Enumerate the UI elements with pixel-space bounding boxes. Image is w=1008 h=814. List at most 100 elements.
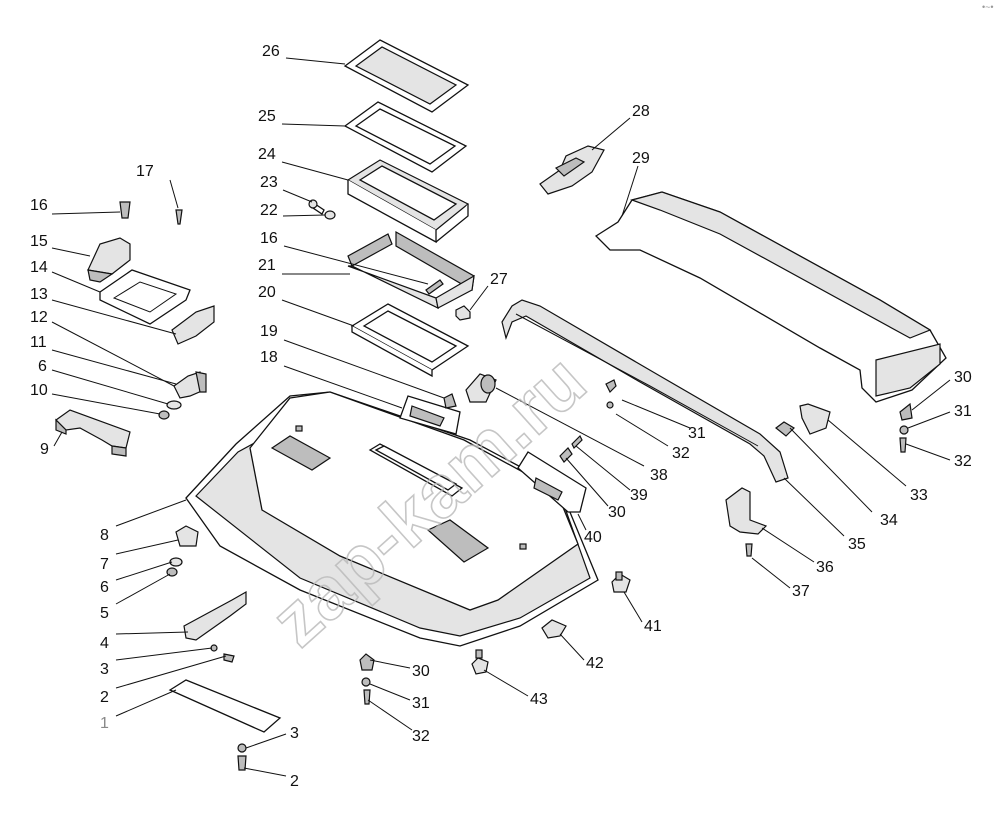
part-30-clip-mid	[559, 447, 573, 463]
part-30-clip-lower	[359, 653, 375, 671]
label-15: 15	[30, 233, 48, 250]
part-37-screw	[745, 543, 753, 557]
label-24: 24	[258, 146, 276, 163]
label-6-upper: 6	[38, 358, 47, 375]
label-40: 40	[584, 529, 602, 546]
label-5: 5	[100, 605, 109, 622]
part-32-screw-mid	[605, 379, 617, 394]
leader-lines	[51, 57, 951, 777]
part-33-bracket	[799, 403, 831, 435]
part-8-main-body	[185, 391, 599, 647]
part-10-nut	[158, 410, 170, 420]
part-34-pin	[775, 421, 795, 437]
label-12: 12	[30, 309, 48, 326]
label-18: 18	[260, 349, 278, 366]
part-32-head-mid	[606, 401, 614, 409]
part-24-deep-frame	[346, 159, 470, 244]
label-3: 3	[100, 661, 109, 678]
label-21: 21	[258, 257, 276, 274]
label-2-bottom: 2	[290, 773, 299, 790]
label-25: 25	[258, 108, 276, 125]
label-7: 7	[100, 556, 109, 573]
part-6-washer-lower	[169, 557, 183, 567]
label-30-lower: 30	[412, 663, 430, 680]
part-18-grille	[399, 395, 461, 435]
label-31-mid: 31	[688, 425, 706, 442]
part-25-gasket-frame	[343, 101, 468, 173]
label-42: 42	[586, 655, 604, 672]
part-14-plate	[99, 269, 191, 325]
part-7-bracket	[175, 525, 199, 547]
label-4: 4	[100, 635, 109, 652]
label-31-lower: 31	[412, 695, 430, 712]
part-39-screw	[571, 434, 583, 450]
part-41-fastener	[611, 571, 631, 593]
part-35-long-seal	[501, 299, 789, 483]
part-13-bracket	[171, 305, 215, 345]
label-16-left: 16	[30, 197, 48, 214]
label-20: 20	[258, 284, 276, 301]
label-17: 17	[136, 163, 154, 180]
label-9: 9	[40, 441, 49, 458]
part-17-screw	[175, 209, 183, 225]
label-43: 43	[530, 691, 548, 708]
label-26: 26	[262, 43, 280, 60]
callout-labels: 26 25 24 23 22 16 21 20 19 18 27 28 29 1…	[30, 43, 972, 790]
part-42-fastener	[541, 619, 567, 639]
label-22: 22	[260, 202, 278, 219]
label-33: 33	[910, 487, 928, 504]
label-37: 37	[792, 583, 810, 600]
label-6-lower: 6	[100, 579, 109, 596]
part-9-handle	[55, 409, 131, 457]
label-35: 35	[848, 536, 866, 553]
label-14: 14	[30, 259, 48, 276]
part-26-frame-cover	[343, 39, 470, 113]
part-16-bolt-left	[119, 201, 131, 219]
label-28: 28	[632, 103, 650, 120]
label-19: 19	[260, 323, 278, 340]
part-2-screw	[223, 653, 235, 663]
part-31-washer-right	[899, 425, 909, 435]
part-6-washer-upper	[166, 400, 182, 410]
label-2: 2	[100, 689, 109, 706]
label-11: 11	[30, 334, 47, 351]
part-31-washer-lower	[361, 677, 371, 687]
part-12-hinge	[173, 371, 207, 399]
part-22-washer	[324, 210, 336, 220]
label-36: 36	[816, 559, 834, 576]
label-3-bottom: 3	[290, 725, 299, 742]
part-15-bracket	[87, 237, 131, 283]
part-4-bracket-bar	[183, 590, 247, 641]
part-28-latch-bracket	[539, 145, 605, 195]
label-10: 10	[30, 382, 48, 399]
label-30-right: 30	[954, 369, 972, 386]
label-34: 34	[880, 512, 898, 529]
corner-mark: •~•	[982, 2, 994, 12]
part-40-lamp	[517, 451, 587, 513]
label-13: 13	[30, 286, 48, 303]
label-31-right: 31	[954, 403, 972, 420]
label-16-middle: 16	[260, 230, 278, 247]
label-38: 38	[650, 467, 668, 484]
label-1: 1	[100, 715, 109, 732]
part-16-bolt-middle	[425, 279, 444, 295]
label-8: 8	[100, 527, 109, 544]
label-30-mid: 30	[608, 504, 626, 521]
label-39: 39	[630, 487, 648, 504]
label-32-mid: 32	[672, 445, 690, 462]
part-30-clip-right	[899, 402, 913, 421]
part-19-clip	[443, 393, 457, 409]
label-41: 41	[644, 618, 662, 635]
part-3-washer-bottom	[237, 743, 247, 753]
label-27: 27	[490, 271, 508, 288]
part-21-side-rails	[347, 230, 475, 310]
label-23: 23	[260, 174, 278, 191]
part-32-screw-lower	[363, 689, 371, 705]
part-36-bracket	[725, 487, 768, 535]
part-38-cylinder	[465, 373, 497, 403]
part-32-screw-right	[899, 437, 907, 453]
part-1-plate	[168, 679, 282, 733]
label-29: 29	[632, 150, 650, 167]
part-20-lower-frame	[350, 303, 470, 378]
